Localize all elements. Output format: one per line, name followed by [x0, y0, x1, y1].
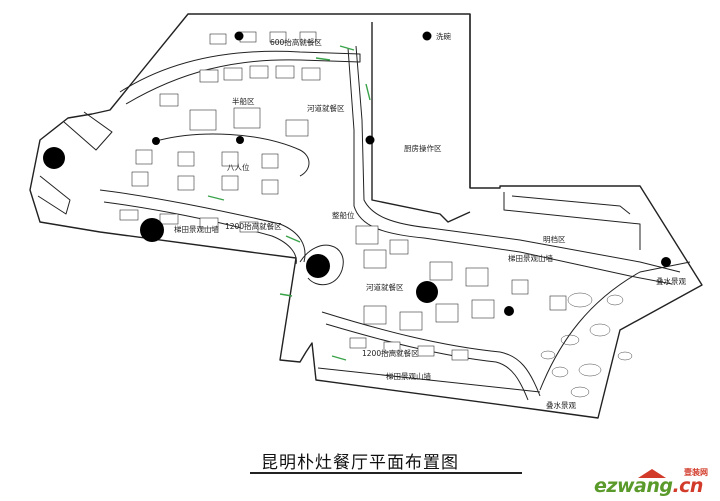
label-open-stall: 明档区 [543, 234, 566, 244]
label-eight-seats: 八人位 [227, 162, 250, 172]
label-terrace-wall-upper: 梯田景观山墙 [174, 224, 219, 234]
open-stall-wall [503, 192, 641, 250]
label-waterfall: 叠水景观 [546, 400, 576, 410]
marker-entry-large [43, 147, 65, 169]
marker-boat-left [152, 137, 160, 145]
column-markers [43, 31, 671, 316]
terrace-ribbon-lower [321, 311, 541, 397]
river-channel [355, 45, 681, 273]
rock-texture [540, 292, 633, 398]
kitchen-wall [371, 22, 471, 223]
label-terrace-wall-right: 梯田景观山墙 [508, 253, 553, 263]
watermark-brand: ezwang.cn [594, 475, 703, 497]
watermark-logo: 壹装网 ezwang.cn [594, 467, 712, 497]
raised-band-600 [119, 50, 361, 105]
outer-wall [29, 13, 703, 419]
terrace-ribbon-lower-inner [325, 323, 529, 401]
drawing-title: 昆明朴灶餐厅平面布置图 [261, 453, 459, 473]
marker-far-right [661, 257, 671, 267]
boat-curve [159, 133, 310, 177]
marker-top-1 [234, 31, 244, 41]
marker-kitchen-left [365, 135, 375, 145]
house-roof-icon [638, 469, 666, 478]
marker-top-kitchen [422, 31, 432, 41]
label-area-1200-lower: 1200抬高就餐区 [362, 348, 419, 358]
label-river-dining-top: 河道就餐区 [307, 103, 345, 113]
entry-porch-2 [37, 175, 71, 215]
table-group [119, 31, 567, 361]
entry-porch [63, 111, 113, 151]
marker-river-right [504, 306, 514, 316]
label-area-600: 600抬高就餐区 [270, 37, 322, 47]
label-corner-landscape: 叠水景观 [656, 276, 686, 286]
watermark-sub: 壹装网 [684, 468, 708, 477]
label-kitchen: 厨房操作区 [404, 143, 442, 153]
label-whole-boat: 整船位 [332, 210, 355, 220]
terrace-ribbon-lower-base [317, 367, 541, 393]
label-half-boat: 半船区 [232, 96, 255, 106]
title-underline [250, 472, 522, 474]
label-river-dining-main: 河道就餐区 [366, 282, 404, 292]
terrace-ribbon-upper [99, 189, 306, 263]
marker-stair-large [306, 254, 330, 278]
rock-landscape-edge [539, 261, 691, 391]
green-accents [207, 45, 371, 361]
river-channel-inner [347, 47, 673, 285]
marker-terrace-large [140, 218, 164, 242]
open-stall-wall-2 [511, 195, 631, 215]
label-wash-room: 洗碗 [436, 31, 451, 41]
spiral-stair [299, 244, 344, 286]
marker-boat-right [236, 136, 244, 144]
label-terrace-wall-lower: 梯田景观山墙 [386, 371, 431, 381]
label-area-1200-upper: 1200抬高就餐区 [225, 221, 282, 231]
marker-river-large [416, 281, 438, 303]
